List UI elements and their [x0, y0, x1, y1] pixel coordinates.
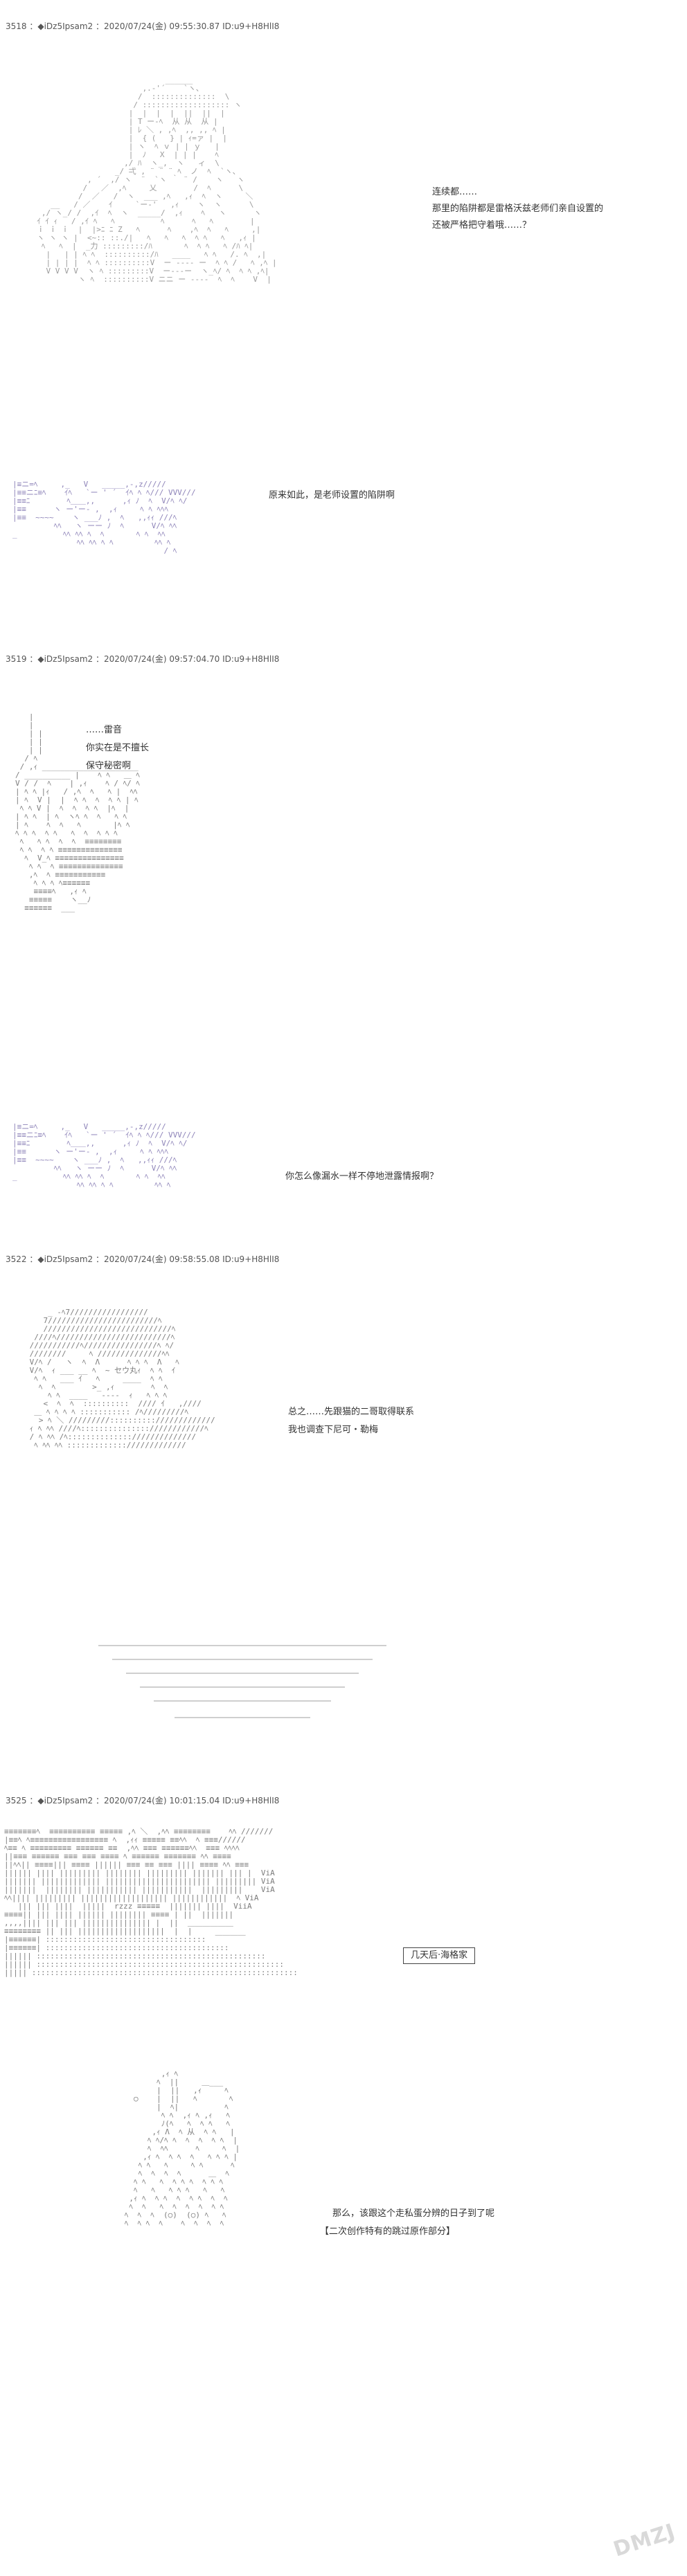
ascii-art-figure: ______ ,.-'´ `ヽ、 / :::::::::::::: \ / ::…: [37, 76, 277, 284]
scene-divider-line: [154, 1700, 331, 1702]
dialogue-line: 还被严格把守着哦……？: [432, 220, 532, 231]
scene-divider-line: [126, 1673, 359, 1674]
post-3525: 3525 ：◆iDz5Ipsam2 ：2020/07/24(金) 10:01:1…: [0, 1751, 687, 2574]
ascii-art-figure: _ -ﾍ7///////////////// 7////////////////…: [29, 1308, 215, 1450]
post-3519: 3519 ：◆iDz5Ipsam2 ：2020/07/24(金) 09:57:0…: [0, 609, 687, 1212]
dialogue-line: 连续都……: [432, 187, 478, 197]
scene-divider-line: [175, 1717, 310, 1718]
ascii-art-background-scene: ≡≡≡≡≡≡≡ﾍ ≡≡≡≡≡≡≡≡≡≡ ≡≡≡≡≡ ,ﾍ ＼ ,ﾍﾍ ≡≡≡≡≡…: [4, 1828, 298, 1977]
dialogue-line: 你实在是不擅长: [86, 743, 150, 753]
post-3522: 3522 ：◆iDz5Ipsam2 ：2020/07/24(金) 09:58:5…: [0, 1212, 687, 1751]
scene-divider-line: [112, 1659, 373, 1660]
dialogue-line: 我也调查下尼可・勒梅: [288, 1425, 379, 1435]
dialogue-line: 总之……先跟猫的二哥取得联系: [288, 1407, 415, 1417]
ascii-art-figure: | | | | | | | | / ﾍ / ,ｨ _______________…: [15, 713, 140, 912]
scene-divider-line: [140, 1686, 345, 1688]
post-3518: 3518 ：◆iDz5Ipsam2 ：2020/07/24(金) 09:55:3…: [0, 0, 687, 609]
dialogue-line: 【二次创作特有的跳过原作部分】: [320, 2226, 456, 2237]
post-header: 3522 ：◆iDz5Ipsam2 ：2020/07/24(金) 09:58:5…: [6, 1254, 280, 1264]
ascii-art-character: |≡ニ=ﾍ ,_ V _____,-,z///// |≡≡ニﾆ≡ﾍ ｲﾍ `ー …: [12, 480, 196, 555]
dialogue-line: 那么，该跟这个走私蛋分辨的日子到了呢: [332, 2208, 495, 2219]
post-header: 3518 ：◆iDz5Ipsam2 ：2020/07/24(金) 09:55:3…: [6, 21, 280, 31]
dialogue-line: 保守秘密啊: [86, 761, 132, 771]
dialogue-line: 你怎么像漏水一样不停地泄露情报啊？: [285, 1171, 439, 1182]
dmzj-watermark-logo: DMZJ: [611, 2519, 682, 2575]
post-header: 3519 ：◆iDz5Ipsam2 ：2020/07/24(金) 09:57:0…: [6, 654, 280, 664]
scene-divider-line: [98, 1645, 386, 1646]
post-header: 3525 ：◆iDz5Ipsam2 ：2020/07/24(金) 10:01:1…: [6, 1796, 280, 1805]
ascii-art-character: |≡ニ=ﾍ ,_ V _____,-,z///// |≡≡ニﾆ≡ﾍ ｲﾍ `ー …: [12, 1123, 196, 1189]
ascii-art-figure: ,ｨ ﾍ ﾍ || ＿___ | || ,ｨ ﾍ ○ | || ﾍ ﾍ | ﾍ|…: [124, 2070, 240, 2228]
dialogue-line: 那里的陷阱都是雷格沃兹老师们亲自设置的: [432, 204, 604, 214]
watermark-text: DMZJ: [610, 2519, 679, 2562]
dialogue-line: 原来如此，是老师设置的陷阱啊: [269, 490, 395, 501]
location-caption: 几天后·海格家: [403, 1947, 476, 1964]
dialogue-line: ……雷音: [86, 725, 123, 735]
